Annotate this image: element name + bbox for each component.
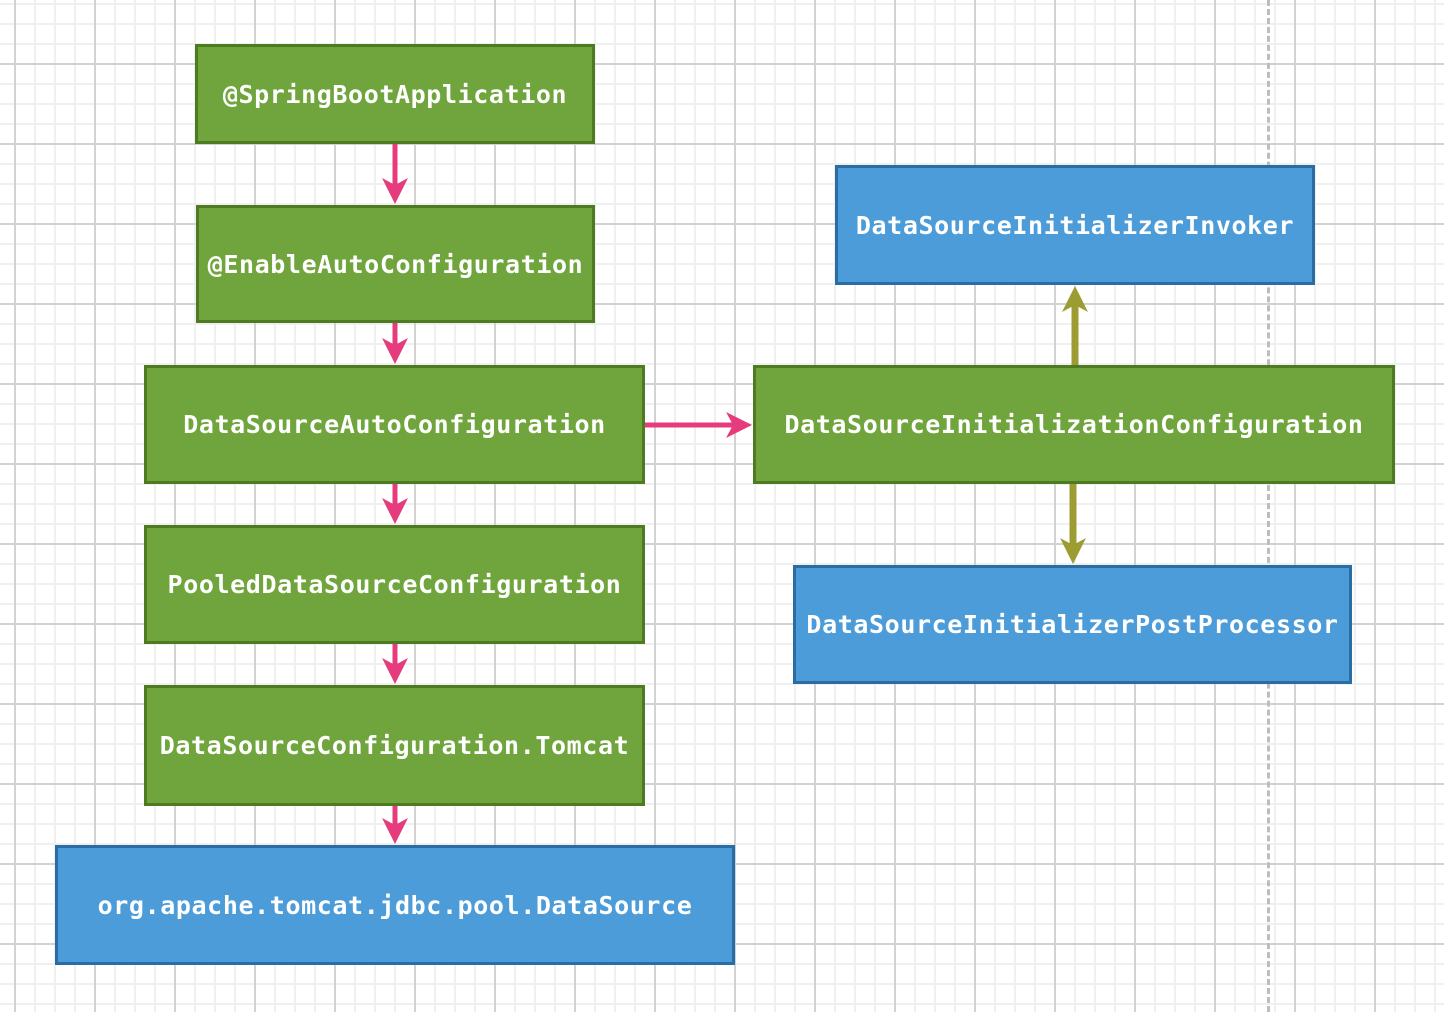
edge-dsconftomcat-tomcatds[interactable]	[382, 806, 408, 844]
node-tomcatds[interactable]: org.apache.tomcat.jdbc.pool.DataSource	[55, 845, 735, 965]
node-label: PooledDataSourceConfiguration	[167, 570, 622, 599]
edge-enableautoconf-dsautoconf[interactable]	[382, 323, 408, 364]
node-label: DataSourceInitializerPostProcessor	[806, 610, 1339, 639]
edge-pooledconf-dsconftomcat[interactable]	[382, 644, 408, 684]
arrowhead-icon	[382, 498, 408, 524]
node-label: @SpringBootApplication	[222, 79, 568, 109]
arrowhead-icon	[726, 412, 752, 438]
edge-initconf-initinvoker[interactable]	[1062, 286, 1088, 365]
edge-springbootapp-enableautoconf[interactable]	[382, 144, 408, 204]
node-initpostproc[interactable]: DataSourceInitializerPostProcessor	[793, 565, 1352, 684]
node-pooledconf[interactable]: PooledDataSourceConfiguration	[144, 525, 645, 644]
arrowhead-icon	[382, 818, 408, 844]
arrowhead-icon	[1060, 538, 1086, 564]
arrowhead-icon	[382, 178, 408, 204]
node-initconf[interactable]: DataSourceInitializationConfiguration	[753, 365, 1395, 484]
node-label: DataSourceConfiguration.Tomcat	[159, 731, 630, 760]
node-springbootapp[interactable]: @SpringBootApplication	[195, 44, 595, 144]
node-label: @EnableAutoConfiguration	[207, 249, 584, 279]
edge-initconf-initpostproc[interactable]	[1060, 484, 1086, 564]
arrowhead-icon	[382, 658, 408, 684]
node-label: DataSourceInitializerInvoker	[855, 210, 1295, 240]
node-label: org.apache.tomcat.jdbc.pool.DataSource	[97, 890, 693, 920]
node-label: DataSourceInitializationConfiguration	[784, 410, 1364, 439]
node-enableautoconf[interactable]: @EnableAutoConfiguration	[196, 205, 595, 323]
arrowhead-icon	[1062, 286, 1088, 312]
page-boundary-line	[1267, 0, 1270, 1012]
node-dsautoconf[interactable]: DataSourceAutoConfiguration	[144, 365, 645, 484]
arrowhead-icon	[382, 338, 408, 364]
edge-dsautoconf-initconf[interactable]	[645, 412, 752, 438]
node-label: DataSourceAutoConfiguration	[183, 410, 606, 439]
edge-dsautoconf-pooledconf[interactable]	[382, 484, 408, 524]
node-initinvoker[interactable]: DataSourceInitializerInvoker	[835, 165, 1315, 285]
node-dsconftomcat[interactable]: DataSourceConfiguration.Tomcat	[144, 685, 645, 806]
